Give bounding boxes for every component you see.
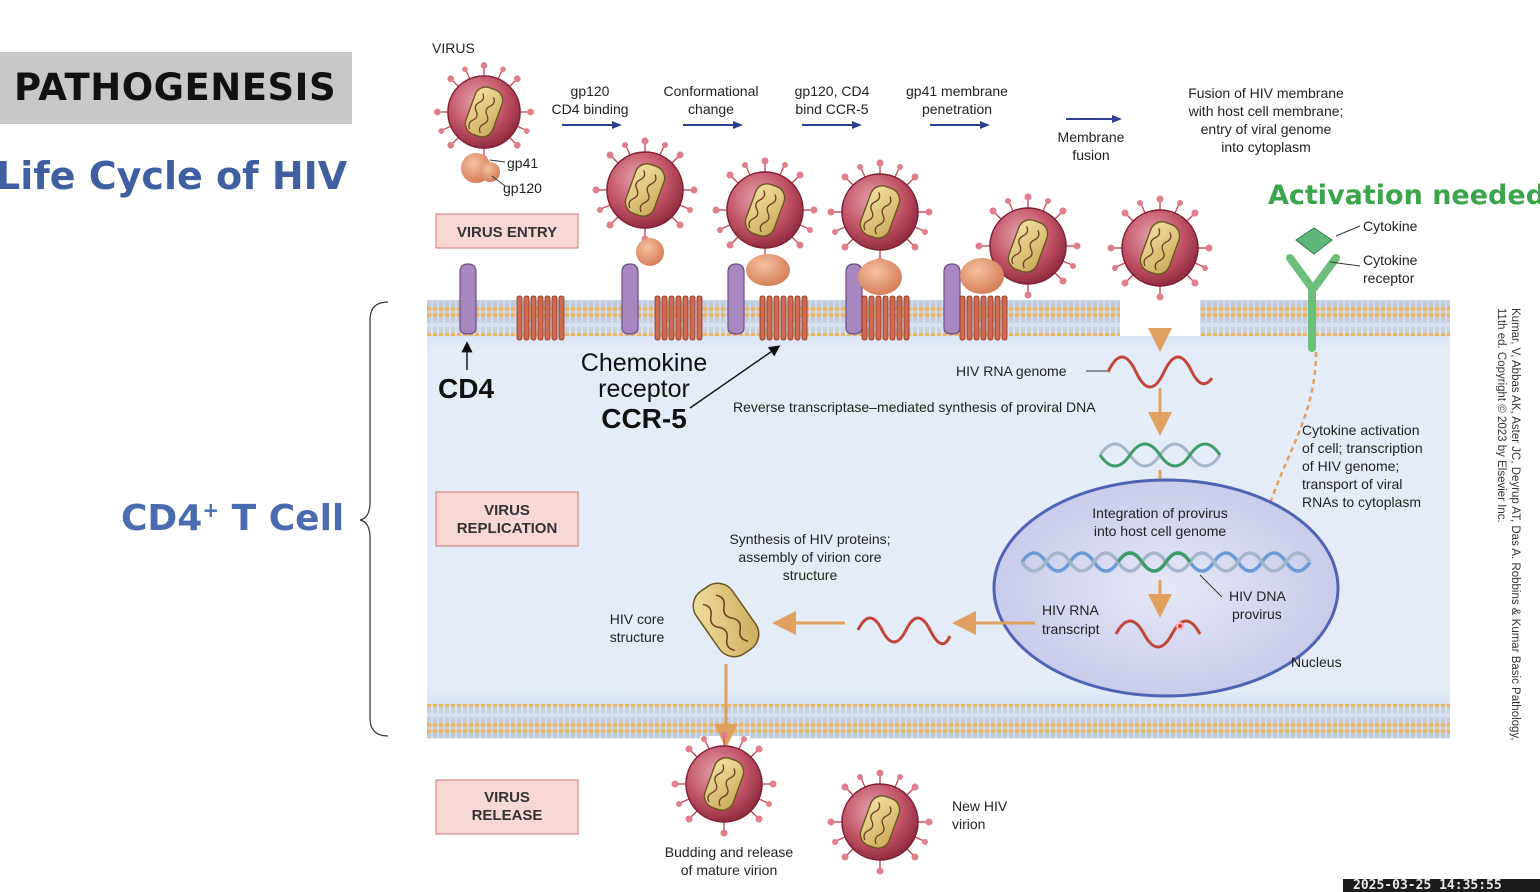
virion-ccr5-binding bbox=[826, 158, 934, 266]
hiv-rna-genome bbox=[1106, 355, 1214, 389]
hiv-rna-transcript-label-2: transcript bbox=[1042, 621, 1100, 637]
step-3-line-2: bind CCR-5 bbox=[795, 101, 868, 117]
stage-virus-entry: VIRUS ENTRY bbox=[435, 213, 579, 249]
hiv-rna-transcript bbox=[1114, 619, 1202, 649]
fusion-note-line-2: with host cell membrane; bbox=[1188, 103, 1344, 119]
cytokine-receptor-label-2: receptor bbox=[1363, 270, 1415, 286]
gp41-label: gp41 bbox=[507, 155, 538, 171]
step-1-line-2: CD4 binding bbox=[551, 101, 628, 117]
svg-text:VIRUS ENTRY: VIRUS ENTRY bbox=[457, 224, 557, 241]
ccr5-callout: CCR-5 bbox=[601, 403, 687, 434]
new-hiv-virion bbox=[826, 768, 934, 876]
citation: Kumar, V, Abbas AK, Aster JC, Deyrup AT,… bbox=[1496, 308, 1521, 741]
fusion-note-line-3: entry of viral genome bbox=[1201, 121, 1332, 137]
virion-binding bbox=[591, 136, 699, 244]
svg-text:REPLICATION: REPLICATION bbox=[457, 520, 558, 537]
cd4-callout: CD4 bbox=[438, 373, 494, 404]
step-arrows bbox=[562, 115, 1122, 129]
stage-virus-replication: VIRUS REPLICATION bbox=[435, 491, 579, 547]
synthesis-label-3: structure bbox=[783, 567, 838, 583]
step-1-line-1: gp120 bbox=[571, 83, 610, 99]
hiv-rna-genome-label: HIV RNA genome bbox=[956, 363, 1067, 379]
virus-label: VIRUS bbox=[432, 40, 475, 56]
hiv-core-structure bbox=[692, 582, 760, 658]
title-box bbox=[0, 52, 352, 124]
svg-text:11th ed. Copyright © 2023 by: 11th ed. Copyright © 2023 by Elsevier In… bbox=[1496, 308, 1507, 523]
budding-label-1: Budding and release bbox=[665, 844, 794, 860]
slide-title: PATHOGENESIS bbox=[14, 66, 337, 109]
gp120-label: gp120 bbox=[503, 180, 542, 196]
cytokine-receptor-icon bbox=[1286, 254, 1340, 352]
chemokine-label-2: receptor bbox=[598, 375, 690, 403]
virion-conformational bbox=[711, 156, 819, 264]
virion-free bbox=[433, 61, 535, 163]
hiv-dna-provirus-label-1: HIV DNA bbox=[1229, 588, 1286, 604]
cytokine-activation-line-5: RNAs to cytoplasm bbox=[1302, 494, 1421, 510]
hiv-dna-provirus-label-2: provirus bbox=[1232, 606, 1282, 622]
stage-virus-release: VIRUS RELEASE bbox=[435, 779, 579, 835]
cell-bracket bbox=[359, 301, 389, 737]
svg-text:VIRUS: VIRUS bbox=[484, 789, 530, 806]
fusion-note-line-4: into cytoplasm bbox=[1221, 139, 1310, 155]
nucleus-label: Nucleus bbox=[1291, 654, 1342, 670]
plasma-membrane-bottom bbox=[427, 704, 1450, 740]
cd4-t-cell-label: CD4+ T Cell bbox=[121, 498, 345, 539]
cytokine-activation-line-1: Cytokine activation bbox=[1302, 422, 1420, 438]
svg-text:RELEASE: RELEASE bbox=[472, 807, 543, 824]
viral-rna-cytoplasm bbox=[856, 616, 952, 646]
svg-text:VIRUS: VIRUS bbox=[484, 502, 530, 519]
nucleus bbox=[992, 478, 1340, 698]
integration-label-2: into host cell genome bbox=[1094, 523, 1227, 539]
synthesis-label-1: Synthesis of HIV proteins; bbox=[729, 531, 890, 547]
step-5-line-2: fusion bbox=[1072, 147, 1109, 163]
cytokine-icon bbox=[1295, 227, 1333, 255]
ccr5-receptor bbox=[516, 295, 565, 341]
virion-budding bbox=[670, 730, 778, 838]
integration-label-1: Integration of provirus bbox=[1092, 505, 1227, 521]
virion-fusing bbox=[1106, 194, 1214, 302]
step-2-line-2: change bbox=[688, 101, 734, 117]
new-virion-label-2: virion bbox=[952, 816, 985, 832]
step-4-line-2: penetration bbox=[922, 101, 992, 117]
activation-note: Activation needed! bbox=[1268, 180, 1540, 211]
cytokine-label: Cytokine bbox=[1363, 218, 1418, 234]
step-2-line-1: Conformational bbox=[664, 83, 759, 99]
hiv-core-label-2: structure bbox=[610, 629, 665, 645]
chemokine-label-1: Chemokine bbox=[581, 349, 707, 377]
cd4-receptor bbox=[459, 263, 477, 335]
step-4-line-1: gp41 membrane bbox=[906, 83, 1008, 99]
host-dna-helix bbox=[1020, 551, 1312, 573]
synthesis-label-2: assembly of virion core bbox=[738, 549, 881, 565]
cytokine-receptor-label-1: Cytokine bbox=[1363, 252, 1418, 268]
step-3-line-1: gp120, CD4 bbox=[795, 83, 870, 99]
reverse-transcription-label: Reverse transcriptase–mediated synthesis… bbox=[733, 399, 1096, 415]
plasma-membrane-top bbox=[427, 300, 1450, 336]
fusion-note-line-1: Fusion of HIV membrane bbox=[1188, 85, 1344, 101]
cytokine-activation-line-3: of HIV genome; bbox=[1302, 458, 1399, 474]
hiv-core-label-1: HIV core bbox=[610, 611, 665, 627]
timestamp: 2025-03-25 14:35:55 bbox=[1343, 879, 1540, 892]
slide-subtitle: Life Cycle of HIV bbox=[0, 154, 348, 198]
cytokine-activation-line-4: transport of viral bbox=[1302, 476, 1402, 492]
step-5-line-1: Membrane bbox=[1058, 129, 1125, 145]
svg-text:Kumar, V, Abbas AK, Aster JC,: Kumar, V, Abbas AK, Aster JC, Deyrup AT,… bbox=[1509, 308, 1521, 741]
budding-label-2: of mature virion bbox=[681, 862, 777, 878]
cytokine-activation-line-2: of cell; transcription bbox=[1302, 440, 1423, 456]
new-virion-label-1: New HIV bbox=[952, 798, 1008, 814]
hiv-rna-transcript-label-1: HIV RNA bbox=[1042, 602, 1099, 618]
